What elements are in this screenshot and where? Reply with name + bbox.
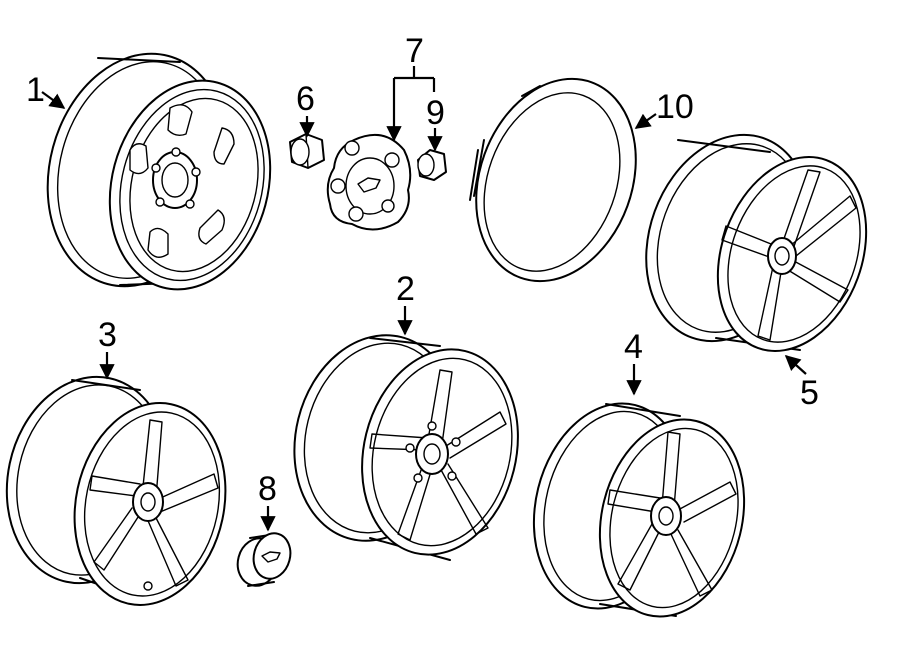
callout-7: 7 — [386, 32, 436, 142]
alloy-wheel-3[interactable] — [0, 362, 244, 620]
alloy-wheel-5[interactable] — [618, 112, 892, 372]
callout-9: 9 — [426, 94, 445, 152]
lug-nut-6[interactable] — [289, 133, 325, 169]
svg-text:7: 7 — [405, 32, 424, 70]
svg-text:6: 6 — [296, 80, 315, 118]
wheel-cover-10[interactable] — [449, 56, 663, 303]
svg-text:2: 2 — [396, 270, 415, 308]
callout-10: 10 — [634, 88, 694, 129]
callout-6: 6 — [296, 80, 315, 138]
alloy-wheel-4[interactable] — [513, 387, 764, 632]
lug-nut-cap-9[interactable] — [417, 149, 447, 181]
svg-text:1: 1 — [26, 71, 45, 109]
svg-text:5: 5 — [800, 374, 819, 412]
callout-4: 4 — [624, 328, 643, 396]
svg-text:9: 9 — [426, 94, 445, 132]
svg-text:3: 3 — [98, 316, 117, 354]
callout-3: 3 — [98, 316, 117, 380]
svg-text:10: 10 — [656, 88, 694, 126]
center-cap-assembly-7[interactable] — [326, 133, 412, 231]
svg-text:4: 4 — [624, 328, 643, 366]
callout-1: 1 — [26, 71, 66, 109]
callout-5: 5 — [784, 354, 819, 412]
callout-2: 2 — [396, 270, 415, 336]
alloy-wheel-2[interactable] — [273, 318, 539, 572]
steel-wheel-1[interactable] — [22, 33, 292, 307]
callout-8: 8 — [258, 470, 277, 532]
center-cap-8[interactable] — [232, 529, 295, 590]
svg-text:8: 8 — [258, 470, 277, 508]
